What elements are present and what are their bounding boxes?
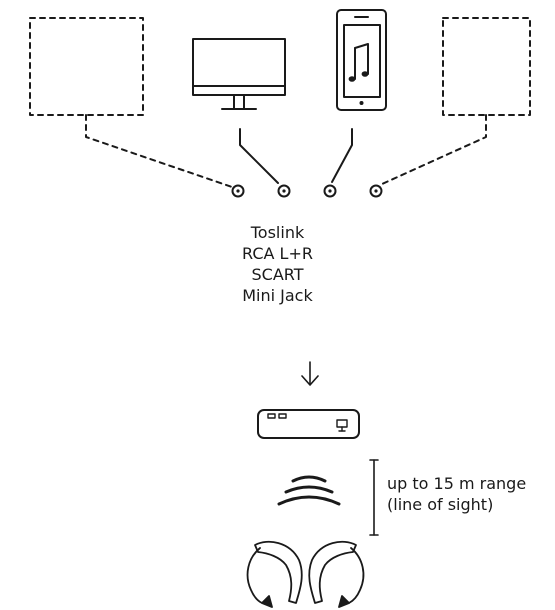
connector-mini-jack: Mini Jack [242, 286, 313, 305]
down-arrow-icon [301, 361, 319, 386]
range-bracket [369, 459, 379, 536]
link-phone [331, 128, 353, 183]
hearing-aids-icon [246, 540, 365, 608]
range-label: up to 15 m range (line of sight) [387, 473, 526, 515]
tv-streamer-icon [257, 409, 360, 439]
smartphone-music-icon [336, 9, 387, 111]
jack-icon [231, 184, 245, 198]
range-label-line1: up to 15 m range [387, 474, 527, 493]
connector-list: Toslink RCA L+R SCART Mini Jack [0, 222, 555, 306]
placeholder-device-left-icon [29, 17, 144, 116]
connector-rca: RCA L+R [242, 244, 313, 263]
jack-icon [323, 184, 337, 198]
jack-icon [369, 184, 383, 198]
link-monitor [239, 128, 279, 184]
dashed-link-right [381, 114, 487, 185]
jack-icon [277, 184, 291, 198]
placeholder-device-right-icon [442, 17, 531, 116]
dashed-link-left [85, 114, 233, 188]
monitor-icon [192, 38, 286, 110]
range-label-line2: (line of sight) [387, 495, 494, 514]
connector-toslink: Toslink [250, 223, 305, 242]
connector-scart: SCART [251, 265, 304, 284]
wireless-signal-icon [277, 475, 341, 506]
